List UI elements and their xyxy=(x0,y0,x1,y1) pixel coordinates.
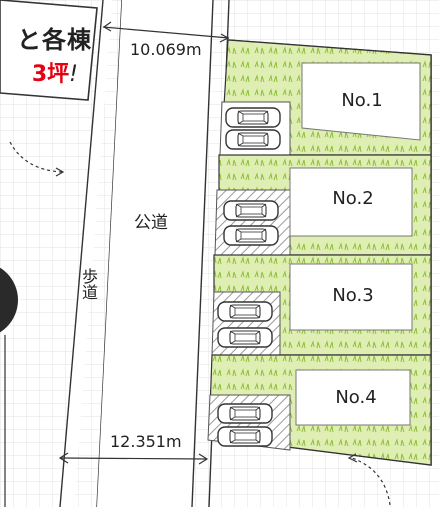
car-icon xyxy=(223,225,279,246)
callout-line-2: 3坪! xyxy=(0,56,78,88)
house-1 xyxy=(301,62,421,141)
callout-line-1: と各棟 xyxy=(17,26,92,54)
car-icon xyxy=(217,426,273,447)
car-icon xyxy=(225,107,281,128)
house-3 xyxy=(289,263,413,331)
bottom-width-label: 12.351m xyxy=(108,432,184,451)
car-icon xyxy=(217,403,273,424)
callout-exclaim: ! xyxy=(69,62,78,87)
decorative-circle xyxy=(0,267,18,333)
road-label: 公道 xyxy=(134,213,168,233)
lot-2-label: No.2 xyxy=(332,188,374,209)
lot-4-label: No.4 xyxy=(335,387,377,408)
car-icon xyxy=(225,129,281,150)
car-icon xyxy=(223,200,279,221)
top-width-label: 10.069m xyxy=(128,40,204,59)
callout-box xyxy=(0,0,98,101)
sidewalk-edge-left xyxy=(59,0,104,507)
lot-3-label: No.3 xyxy=(332,285,374,306)
road-edge-right xyxy=(191,0,214,507)
arrow-line xyxy=(351,457,391,506)
lot-1-label: No.1 xyxy=(341,90,383,111)
house-2 xyxy=(289,167,413,237)
sidewalk-label: 歩道 xyxy=(79,268,98,300)
car-icon xyxy=(217,301,273,322)
arrow-line xyxy=(9,141,63,173)
callout-area: 3坪 xyxy=(31,62,70,87)
car-icon xyxy=(217,327,273,348)
top-dimension xyxy=(102,21,230,43)
bottom-dimension xyxy=(58,452,209,465)
house-4 xyxy=(295,369,411,426)
